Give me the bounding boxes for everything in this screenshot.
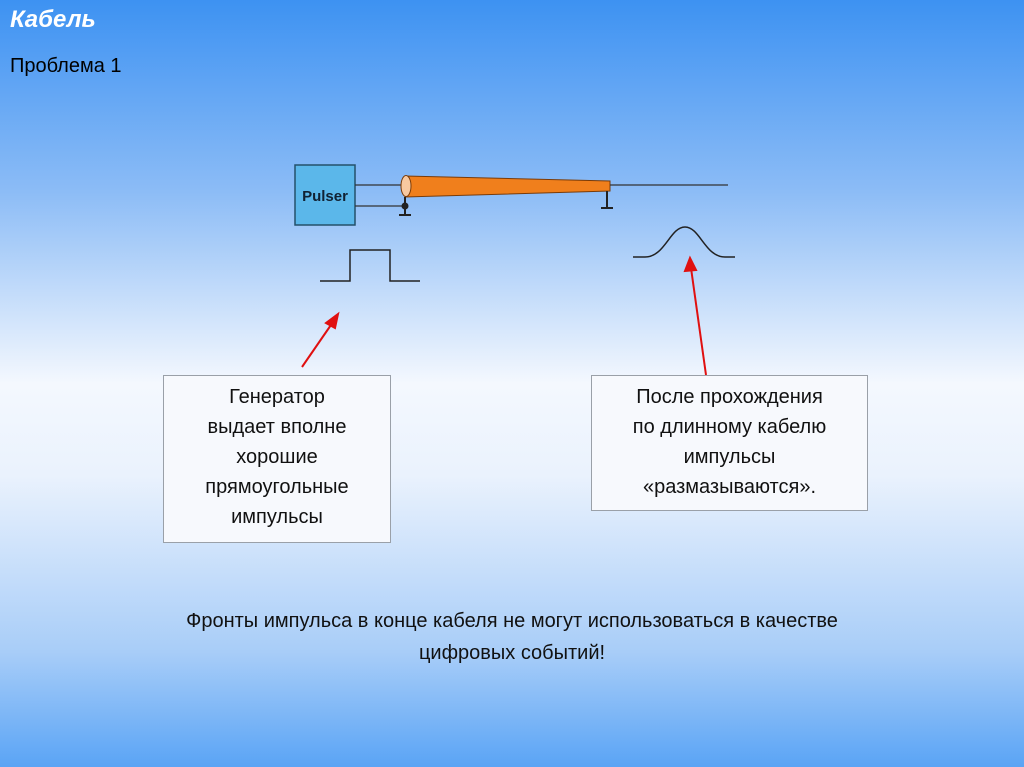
callout-line: импульсы (231, 506, 323, 528)
arrow-to-smeared-pulse (683, 255, 707, 376)
callout-line: После прохождения (636, 386, 823, 408)
conclusion-text: Фронты импульса в конце кабеля не могут … (60, 605, 964, 669)
callout-line: выдает вполне (207, 416, 347, 438)
slide-title: Кабель (10, 6, 96, 33)
coax-cable (404, 175, 611, 198)
callout-generator: Генератор выдает вполне хорошие прямоуго… (163, 375, 391, 543)
callout-line: хорошие (236, 446, 318, 468)
pulser-label: Pulser (302, 188, 348, 205)
arrow-to-square-pulse (301, 311, 340, 368)
slide-subtitle: Проблема 1 (10, 55, 122, 77)
callout-cable-output: После прохождения по длинному кабелю имп… (591, 375, 868, 511)
cable-end (400, 175, 412, 197)
callout-line: «размазываются». (642, 476, 817, 498)
square-pulse (320, 249, 420, 282)
ground-icon (601, 191, 613, 209)
pulser-box (294, 164, 356, 226)
callout-line: по длинному кабелю (632, 416, 827, 438)
callout-line: импульсы (683, 446, 776, 468)
smeared-pulse (633, 226, 735, 258)
conclusion-line: Фронты импульса в конце кабеля не могут … (186, 610, 838, 632)
callout-line: прямоугольные (205, 476, 349, 498)
ground-icon (399, 197, 411, 216)
conclusion-line: цифровых событий! (418, 642, 606, 664)
callout-line: Генератор (229, 386, 325, 408)
